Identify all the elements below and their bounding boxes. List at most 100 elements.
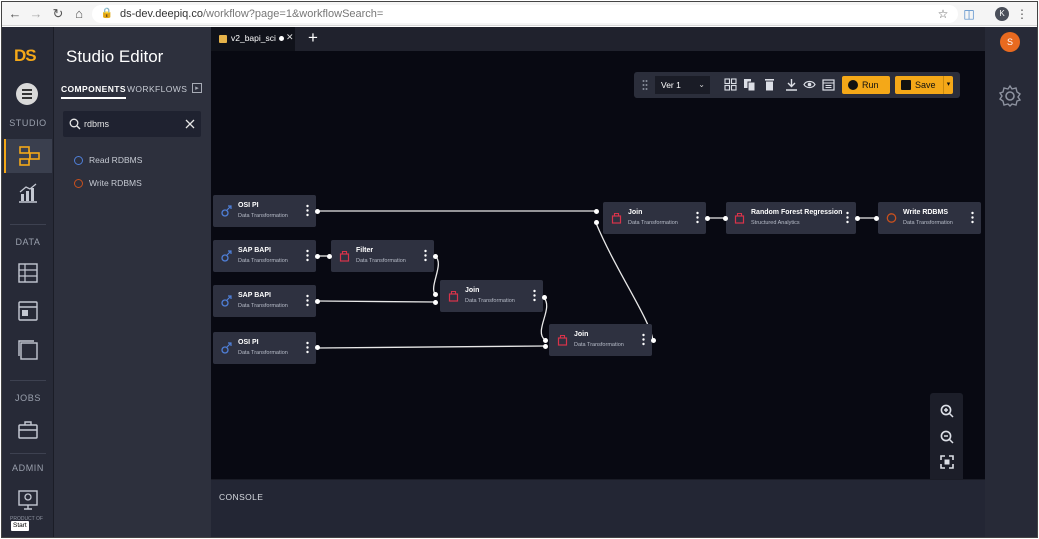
download-icon[interactable]	[785, 78, 798, 91]
output-port[interactable]	[855, 216, 860, 221]
star-icon[interactable]: ☆	[937, 7, 949, 21]
workflow-node[interactable]: Join Data Transformation	[440, 280, 543, 312]
input-port[interactable]	[874, 216, 879, 221]
rail-item-admin[interactable]	[16, 488, 40, 512]
gear-icon[interactable]	[998, 84, 1022, 108]
input-port[interactable]	[433, 300, 438, 305]
add-tab-icon[interactable]: +	[308, 28, 318, 47]
user-avatar[interactable]: S	[1000, 32, 1020, 52]
search-input[interactable]	[84, 117, 180, 131]
rail-item-connections[interactable]	[16, 299, 40, 323]
stack-icon	[18, 340, 38, 360]
rail-divider	[10, 224, 46, 225]
node-menu-icon[interactable]	[533, 289, 536, 302]
tab-components[interactable]: COMPONENTS	[61, 84, 126, 99]
browser-profile-icon[interactable]: K	[995, 7, 1009, 21]
output-port[interactable]	[542, 295, 547, 300]
close-tab-icon[interactable]: ✕	[286, 32, 294, 42]
home-icon[interactable]: ⌂	[75, 6, 83, 21]
workflow-node[interactable]: SAP BAPI Data Transformation	[213, 240, 316, 272]
browser-menu-icon[interactable]: ⋮	[1016, 7, 1028, 21]
extension-icon[interactable]: ◫	[963, 7, 975, 21]
workflow-node[interactable]: Filter Data Transformation	[331, 240, 434, 272]
input-port[interactable]	[723, 216, 728, 221]
copy-icon[interactable]	[743, 78, 756, 91]
output-port[interactable]	[433, 254, 438, 259]
output-port[interactable]	[315, 209, 320, 214]
tab-workflows[interactable]: WORKFLOWS	[127, 84, 188, 94]
reload-icon[interactable]: ↻	[52, 6, 64, 21]
component-read-rdbms[interactable]: Read RDBMS	[74, 153, 142, 167]
back-icon[interactable]: ←	[8, 6, 22, 21]
save-button[interactable]: Save ▾	[895, 76, 953, 94]
node-title: OSI PI	[238, 339, 259, 346]
fit-to-screen-icon[interactable]	[940, 455, 954, 469]
input-port[interactable]	[433, 292, 438, 297]
node-menu-icon[interactable]	[424, 249, 427, 262]
node-menu-icon[interactable]	[971, 211, 974, 224]
input-port[interactable]	[327, 254, 332, 259]
run-button[interactable]: Run	[842, 76, 890, 94]
eye-icon[interactable]	[803, 78, 816, 91]
node-title: OSI PI	[238, 202, 259, 209]
input-port[interactable]	[594, 220, 599, 225]
rail-section-studio: STUDIO	[9, 118, 47, 128]
rail-item-studio[interactable]	[4, 139, 52, 173]
app-logo: DS	[14, 46, 37, 65]
workflow-canvas[interactable]: Ver 1 ⌄	[211, 51, 985, 479]
rail-item-analytics[interactable]	[16, 181, 40, 205]
node-menu-icon[interactable]	[306, 341, 309, 354]
input-port[interactable]	[543, 338, 548, 343]
output-port[interactable]	[651, 338, 656, 343]
grid-icon[interactable]	[724, 78, 737, 91]
node-subtitle: Data Transformation	[238, 213, 288, 219]
output-port[interactable]	[315, 299, 320, 304]
transform-icon	[611, 212, 622, 224]
briefcase-icon	[18, 421, 38, 439]
collapse-panel-icon[interactable]: ▸	[192, 83, 202, 93]
rail-item-jobs[interactable]	[16, 418, 40, 442]
node-menu-icon[interactable]	[696, 211, 699, 224]
version-select[interactable]: Ver 1 ⌄	[655, 76, 710, 94]
component-write-rdbms[interactable]: Write RDBMS	[74, 176, 142, 190]
input-port[interactable]	[594, 209, 599, 214]
app: DS STUDIO DATA	[2, 27, 1037, 537]
node-menu-icon[interactable]	[306, 294, 309, 307]
zoom-out-icon[interactable]	[940, 430, 954, 444]
component-search	[63, 111, 201, 137]
drag-handle-icon[interactable]	[642, 79, 648, 91]
output-port[interactable]	[705, 216, 710, 221]
console-panel[interactable]: CONSOLE	[211, 479, 985, 537]
node-menu-icon[interactable]	[306, 249, 309, 262]
version-value: Ver 1	[661, 80, 681, 90]
input-port[interactable]	[543, 344, 548, 349]
delete-icon[interactable]	[763, 78, 776, 91]
workflow-node[interactable]: Write RDBMS Data Transformation	[878, 202, 981, 234]
play-icon	[848, 80, 858, 90]
node-menu-icon[interactable]	[306, 204, 309, 217]
rail-item-files[interactable]	[16, 338, 40, 362]
hamburger-menu-icon[interactable]	[16, 83, 38, 105]
save-label: Save	[915, 80, 936, 90]
node-menu-icon[interactable]	[642, 333, 645, 346]
zoom-in-icon[interactable]	[940, 404, 954, 418]
node-menu-icon[interactable]	[846, 211, 849, 224]
forward-icon[interactable]: →	[29, 6, 43, 21]
workflow-node[interactable]: Random Forest Regression Structured Anal…	[726, 202, 856, 234]
workflow-node[interactable]: Join Data Transformation	[603, 202, 706, 234]
workflow-node[interactable]: Join Data Transformation	[549, 324, 652, 356]
calendar-icon[interactable]	[822, 78, 835, 91]
clear-search-icon[interactable]	[185, 119, 195, 129]
workflow-node[interactable]: OSI PI Data Transformation	[213, 195, 316, 227]
output-port[interactable]	[315, 345, 320, 350]
url-text[interactable]: ds-dev.deepiq.co/workflow?page=1&workflo…	[120, 6, 383, 22]
workflow-node[interactable]: OSI PI Data Transformation	[213, 332, 316, 364]
connection-lines	[317, 210, 876, 349]
save-options-chevron-icon[interactable]: ▾	[943, 76, 953, 94]
workflow-node[interactable]: SAP BAPI Data Transformation	[213, 285, 316, 317]
rail-item-datasets[interactable]	[16, 261, 40, 285]
workflow-tab[interactable]: v2_bapi_sci ✕	[211, 27, 295, 51]
output-port[interactable]	[315, 254, 320, 259]
address-bar[interactable]	[92, 5, 958, 23]
